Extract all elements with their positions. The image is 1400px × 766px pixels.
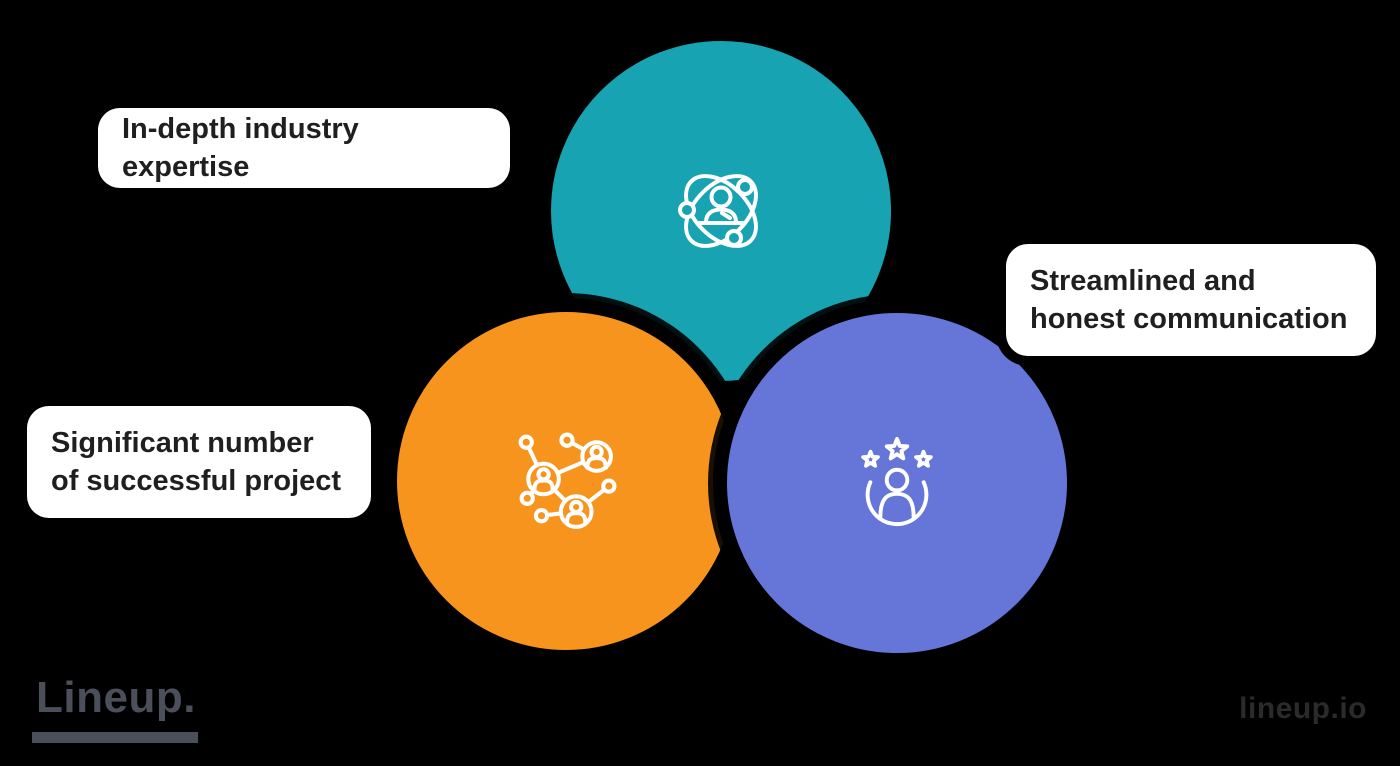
label-card-projects: Significant number of successful project xyxy=(27,406,371,518)
label-text-expertise: In-depth industry expertise xyxy=(122,113,359,183)
label-card-communication: Streamlined and honest communication xyxy=(1006,244,1376,356)
lineup-logo-underline xyxy=(32,732,198,743)
watermark-text: lineup.io xyxy=(1239,692,1367,725)
label-text-projects: Significant number of successful project xyxy=(51,427,342,497)
label-card-expertise: In-depth industry expertise xyxy=(98,108,510,188)
circle-projects xyxy=(383,298,749,664)
person-stars-icon xyxy=(861,436,933,526)
lineup-logo: Lineup. xyxy=(32,674,198,743)
lineup-logo-text: Lineup. xyxy=(36,673,196,722)
person-orbit-icon xyxy=(678,174,758,248)
people-network-icon xyxy=(518,432,617,529)
label-text-communication: Streamlined and honest communication xyxy=(1030,265,1348,335)
